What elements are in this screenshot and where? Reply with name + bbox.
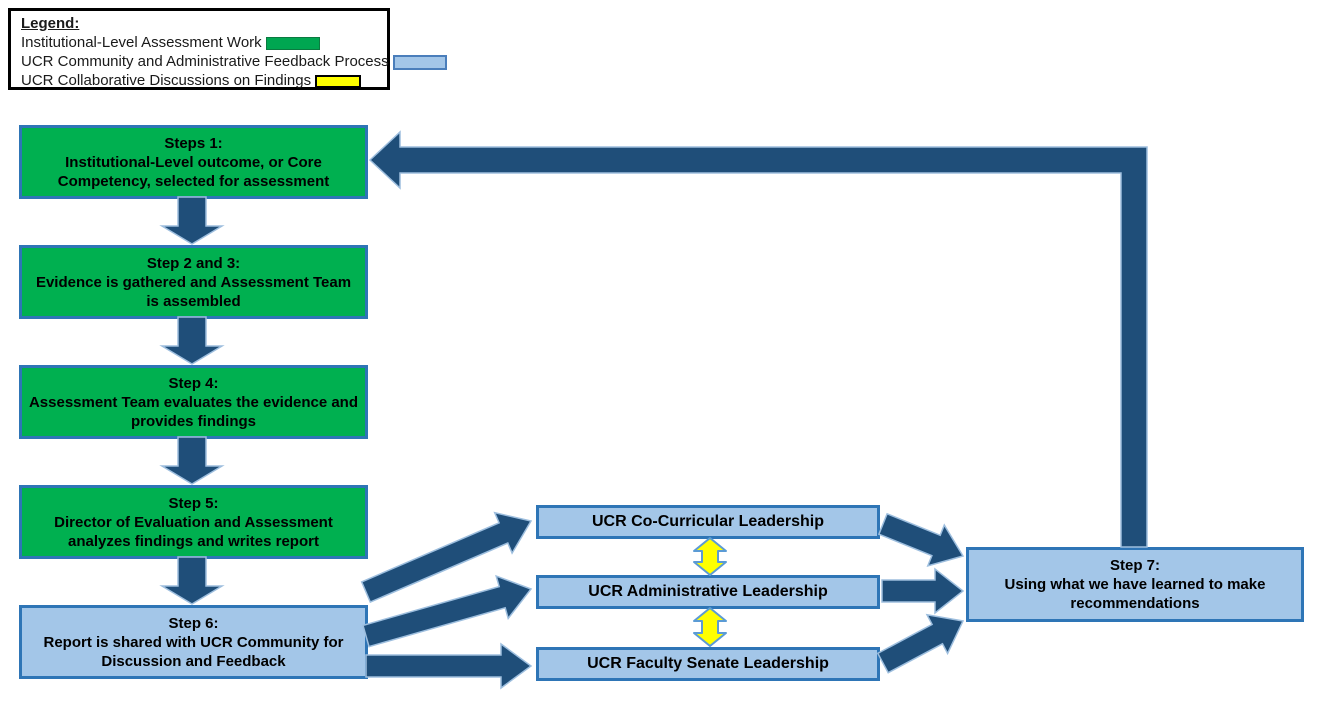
legend-item-institutional: Institutional-Level Assessment Work: [21, 33, 377, 52]
step-title: Steps 1:: [164, 134, 223, 152]
step-title: Step 2 and 3:: [146, 254, 241, 272]
faculty-senate-leadership-box: UCR Faculty Senate Leadership: [536, 647, 880, 681]
yellow-swatch: [315, 74, 362, 88]
step-2-3-box: Step 2 and 3: Evidence is gathered and A…: [19, 245, 368, 319]
administrative-leadership-box: UCR Administrative Leadership: [536, 575, 880, 609]
step-body: Report is shared with UCR Community for …: [43, 633, 344, 670]
step-6-box: Step 6: Report is shared with UCR Commun…: [19, 605, 368, 679]
step-body: Assessment Team evaluates the evidence a…: [28, 393, 359, 430]
down-arrow-step23-to-step4: [159, 316, 225, 365]
arrow-cocurricular-to-step7: [877, 512, 965, 568]
down-arrow-step5-to-step6: [159, 556, 225, 605]
leadership-label: UCR Administrative Leadership: [588, 583, 828, 600]
step-1-box: Steps 1: Institutional-Level outcome, or…: [19, 125, 368, 199]
legend-item-label: Institutional-Level Assessment Work: [21, 34, 262, 51]
feedback-arrow-step7-to-step1: [368, 130, 1148, 548]
arrow-step6-to-cocurricular: [360, 511, 533, 604]
step-7-box: Step 7: Using what we have learned to ma…: [966, 547, 1304, 622]
arrow-administrative-to-step7: [881, 567, 965, 615]
step-title: Step 5:: [168, 494, 219, 512]
legend-item-label: UCR Collaborative Discussions on Finding…: [21, 72, 312, 89]
legend-box: Legend: Institutional-Level Assessment W…: [8, 8, 447, 90]
down-arrow-step1-to-step23: [159, 196, 225, 245]
double-arrow-cocurricular-administrative: [693, 537, 727, 576]
down-arrow-step4-to-step5: [159, 436, 225, 485]
step-5-box: Step 5: Director of Evaluation and Asses…: [19, 485, 368, 559]
step-body: Institutional-Level outcome, or Core Com…: [57, 153, 330, 190]
step-body: Using what we have learned to make recom…: [1004, 576, 1266, 612]
leadership-label: UCR Co-Curricular Leadership: [591, 513, 825, 530]
leadership-label: UCR Faculty Senate Leadership: [587, 655, 829, 672]
legend-title: Legend:: [21, 15, 80, 32]
step-body: Director of Evaluation and Assessment an…: [54, 513, 333, 550]
step-title: Step 4:: [168, 374, 219, 392]
step-title: Step 6:: [168, 614, 219, 632]
cocurricular-leadership-box: UCR Co-Curricular Leadership: [536, 505, 880, 539]
arrow-step6-to-administrative: [362, 574, 533, 648]
double-arrow-administrative-faculty: [693, 607, 727, 647]
arrow-faculty-senate-to-step7: [876, 613, 965, 674]
step-title: Step 7:: [1109, 557, 1160, 574]
green-swatch: [265, 36, 320, 50]
legend-item-discussions: UCR Collaborative Discussions on Finding…: [21, 71, 377, 90]
blue-swatch: [392, 54, 447, 70]
legend-item-feedback: UCR Community and Administrative Feedbac…: [21, 52, 447, 71]
step-body: Evidence is gathered and Assessment Team…: [35, 273, 352, 310]
step-4-box: Step 4: Assessment Team evaluates the ev…: [19, 365, 368, 439]
arrow-step6-to-faculty-senate: [365, 642, 533, 690]
legend-item-label: UCR Community and Administrative Feedbac…: [21, 53, 389, 70]
